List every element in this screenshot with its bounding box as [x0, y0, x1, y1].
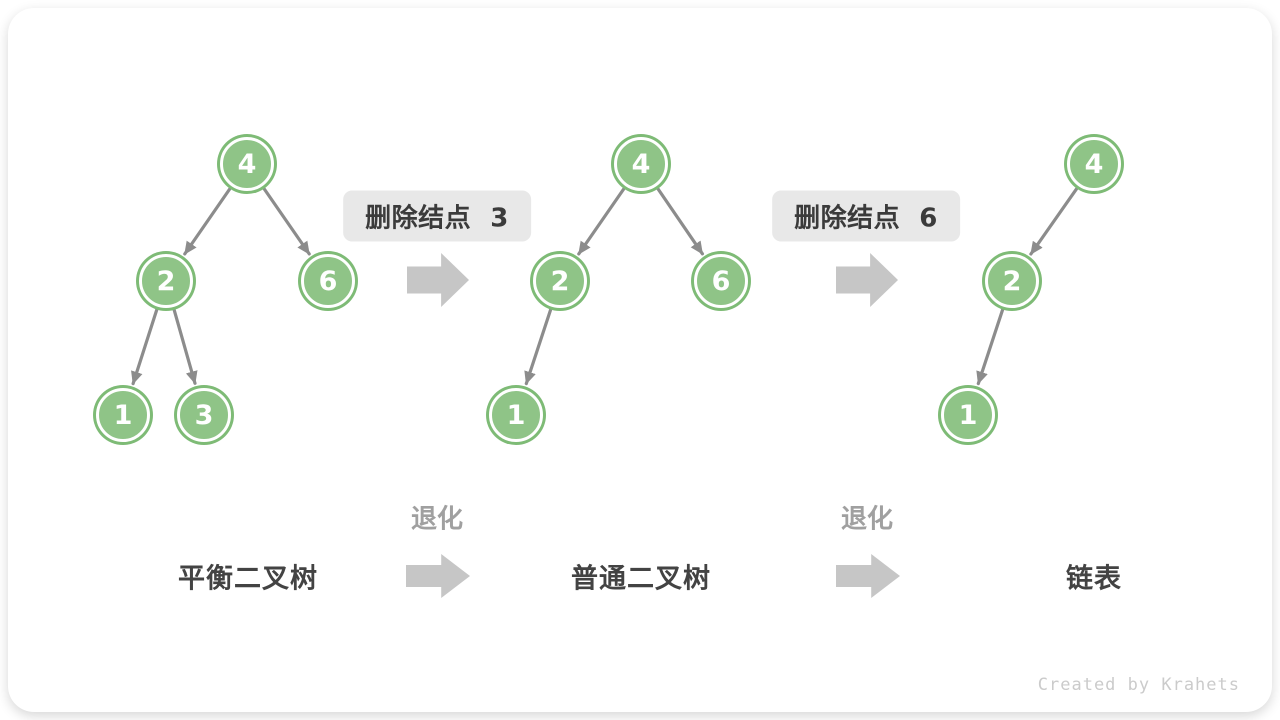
- step-label-delete-node-3: 删除结点 3: [343, 190, 531, 242]
- tree-edge: [524, 306, 553, 386]
- caption-balanced-binary-tree: 平衡二叉树: [178, 563, 318, 595]
- tree-edge: [1029, 185, 1080, 256]
- arrow-right-icon: [836, 554, 900, 598]
- arrow-right-icon: [407, 253, 469, 307]
- ordinary-binary-tree-node-6: 6: [694, 254, 748, 308]
- linked-list-node-4: 4: [1067, 137, 1121, 191]
- watermark-credit: Created by Krahets: [1037, 675, 1240, 695]
- tree-edge: [577, 185, 627, 256]
- balanced-binary-tree-node-3: 3: [177, 388, 231, 442]
- tree-edge: [131, 306, 159, 386]
- balanced-binary-tree-node-2: 2: [139, 254, 193, 308]
- degrade-label: 退化: [410, 504, 464, 535]
- arrow-right-icon: [406, 554, 470, 598]
- ordinary-binary-tree-node-4: 4: [614, 137, 668, 191]
- caption-ordinary-binary-tree: 普通二叉树: [571, 563, 711, 595]
- step-label-delete-node-6: 删除结点 6: [772, 190, 960, 242]
- tree-edge: [183, 185, 233, 256]
- balanced-binary-tree-node-4: 4: [220, 137, 274, 191]
- step-label-text: 删除结点 6: [794, 203, 938, 234]
- arrow-right-icon: [836, 253, 898, 307]
- linked-list-node-1: 1: [941, 388, 995, 442]
- diagram-card: [8, 8, 1272, 712]
- ordinary-binary-tree-node-2: 2: [533, 254, 587, 308]
- degrade-label: 退化: [840, 504, 894, 535]
- tree-edge: [655, 185, 705, 256]
- ordinary-binary-tree-node-1: 1: [489, 388, 543, 442]
- tree-edge: [172, 306, 198, 385]
- tree-edge: [976, 306, 1005, 386]
- balanced-binary-tree-node-1: 1: [96, 388, 150, 442]
- tree-edge: [261, 185, 311, 256]
- step-label-text: 删除结点 3: [365, 203, 509, 234]
- balanced-binary-tree-node-6: 6: [301, 254, 355, 308]
- linked-list-node-2: 2: [985, 254, 1039, 308]
- caption-linked-list: 链表: [1066, 563, 1122, 595]
